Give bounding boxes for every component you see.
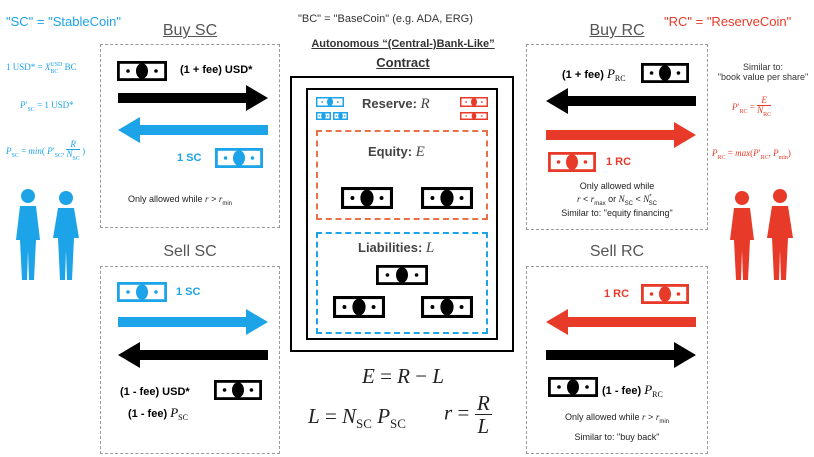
sell-sc-receive-label-2: (1 - fee) PSC — [128, 405, 188, 423]
sell-sc-receive-banknote-icon — [214, 380, 262, 400]
sell-sc-give-arrow-icon — [118, 309, 268, 335]
reserve-rc-banknote-icon — [460, 112, 488, 120]
buy-rc-title: Buy RC — [589, 22, 645, 39]
sell-rc-note-2: Similar to: "buy back" — [574, 432, 660, 442]
buy-sc-receive-arrow-icon — [118, 117, 268, 143]
sell-rc-receive-banknote-icon — [548, 377, 598, 397]
bc-definition: "BC" = "BaseCoin" (e.g. ADA, ERG) — [298, 13, 473, 25]
reserve-label: Reserve: R — [362, 96, 430, 112]
liabilities-banknote-icon — [333, 296, 385, 318]
reserve-sc-banknote-icon — [333, 112, 348, 120]
buy-rc-receive-arrow-icon — [546, 122, 696, 148]
buy-sc-pay-banknote-icon — [117, 61, 167, 81]
buy-rc-pay-label: (1 + fee) PRC — [562, 66, 626, 84]
sell-sc-title: Sell SC — [163, 243, 217, 260]
sell-sc-give-banknote-icon — [117, 282, 167, 302]
rc-similar-1: Similar to: — [742, 62, 783, 72]
buy-rc-pay-arrow-icon — [546, 88, 696, 114]
sell-rc-receive-label: (1 - fee) PRC — [602, 382, 663, 400]
buy-rc-panel — [526, 44, 708, 230]
liabilities-label: Liabilities: L — [358, 240, 435, 256]
equation-liabilities: L = NSC PSC — [308, 404, 406, 432]
buy-rc-receive-banknote-icon — [548, 152, 596, 172]
reserve-sc-banknote-icon — [316, 112, 331, 120]
sc-definition: "SC" = "StableCoin" — [6, 14, 121, 29]
sell-rc-title: Sell RC — [589, 243, 645, 260]
buy-sc-receive-label: 1 SC — [177, 152, 202, 164]
sell-rc-give-arrow-icon — [546, 309, 696, 335]
buy-sc-pay-arrow-icon — [118, 85, 268, 111]
sell-sc-give-label: 1 SC — [176, 286, 201, 298]
stablecoin-holders-person-icon — [16, 189, 79, 280]
liabilities-box — [316, 232, 488, 334]
rc-formula-price: PRC = max(P′RC, Pmin) — [712, 148, 791, 161]
sell-sc-receive-arrow-icon — [118, 342, 268, 368]
rc-definition: "RC" = "ReserveCoin" — [664, 14, 792, 29]
sell-rc-give-label: 1 RC — [604, 288, 630, 300]
buy-rc-pay-banknote-icon — [641, 63, 689, 83]
equity-box — [316, 130, 488, 220]
sell-sc-panel — [100, 266, 280, 454]
equity-label: Equity: E — [368, 144, 425, 160]
contract-box — [290, 76, 514, 352]
reserve-box — [306, 88, 498, 340]
rc-similar-2: "book value per share" — [717, 72, 809, 82]
reserve-rc-banknote-icon — [460, 97, 488, 107]
equity-banknote-icon — [421, 187, 473, 209]
sell-rc-receive-arrow-icon — [546, 342, 696, 368]
buy-rc-note-2: r < rmax or NSC < N*SC — [577, 194, 657, 207]
buy-sc-panel — [100, 44, 280, 228]
liabilities-banknote-icon — [421, 296, 473, 318]
contract-title-line1: Autonomous “(Central-)Bank-Like” — [311, 38, 495, 50]
sc-formula-usd: 1 USD* = XBCUSD BC — [6, 62, 77, 75]
sell-rc-panel — [526, 266, 708, 454]
equation-equity: E = R − L — [362, 364, 445, 388]
buy-sc-note: Only allowed while r > rmin — [128, 194, 233, 207]
sell-sc-receive-label-1: (1 - fee) USD* — [120, 386, 190, 398]
sc-formula-target-price: P′SC = 1 USD* — [20, 100, 74, 113]
buy-rc-note-1: Only allowed while — [579, 181, 655, 191]
sell-rc-note-1: Only allowed while r > rmin — [564, 412, 669, 425]
reservecoin-holders-person-icon — [730, 189, 793, 280]
reserve-sc-banknote-icon — [316, 97, 344, 107]
buy-sc-receive-banknote-icon — [215, 148, 263, 168]
sell-rc-give-banknote-icon — [641, 284, 689, 304]
equity-banknote-icon — [341, 187, 393, 209]
liabilities-banknote-icon — [376, 265, 428, 285]
buy-rc-note-3: Similar to: "equity financing" — [561, 208, 673, 218]
contract-title-line2: Contract — [376, 55, 430, 70]
buy-sc-pay-label: (1 + fee) USD* — [180, 64, 253, 76]
buy-sc-title: Buy SC — [162, 22, 218, 39]
buy-rc-receive-label: 1 RC — [606, 156, 632, 168]
